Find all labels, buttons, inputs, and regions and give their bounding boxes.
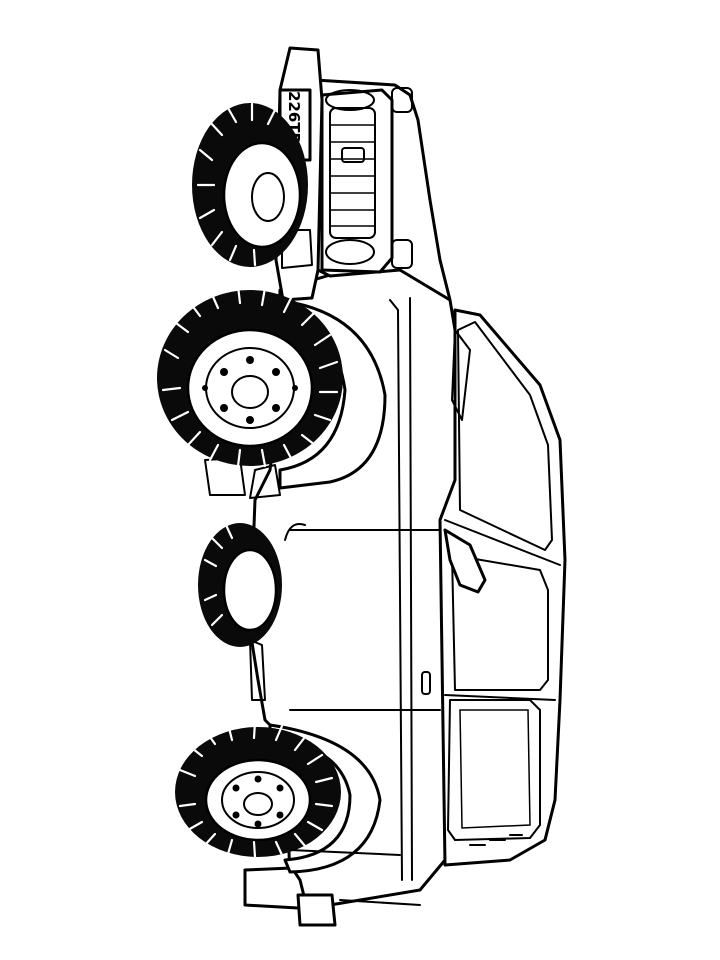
front-grille: [320, 87, 413, 274]
rear-bumper: [243, 834, 523, 927]
front-far-wheel: [192, 102, 308, 267]
wheel-arches: [204, 298, 387, 874]
front-wheel: [157, 284, 343, 468]
rear-far-wheel: [198, 523, 282, 647]
rear-quarter-detail: [249, 639, 401, 856]
rear-wheel: [175, 720, 341, 859]
headlight-top: [325, 89, 375, 111]
headlight-bottom: [325, 239, 375, 265]
